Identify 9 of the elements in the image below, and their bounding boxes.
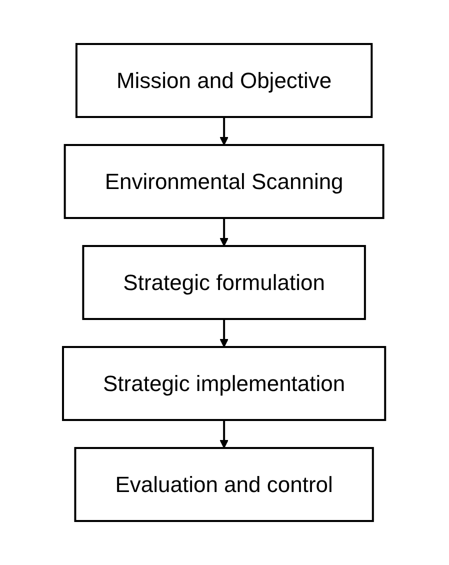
arrow bbox=[220, 319, 229, 348]
arrow bbox=[220, 117, 229, 146]
node-box: Strategic implementation bbox=[62, 346, 387, 421]
node-box: Strategic formulation bbox=[82, 245, 366, 320]
node-box: Evaluation and control bbox=[74, 447, 374, 522]
arrow bbox=[220, 420, 229, 448]
node-box: Mission and Objective bbox=[76, 43, 374, 118]
arrow bbox=[220, 218, 229, 246]
node-box: Environmental Scanning bbox=[64, 144, 385, 219]
